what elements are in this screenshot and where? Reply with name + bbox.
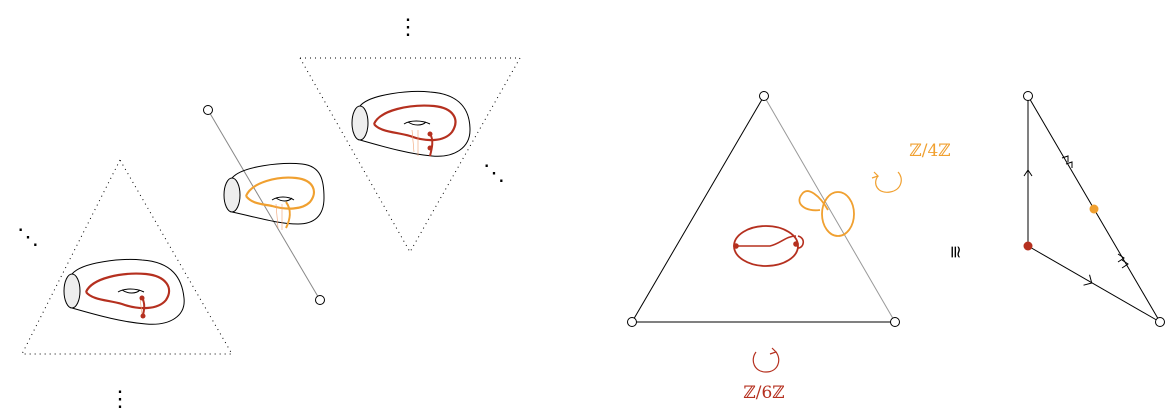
rotation-icon-z6 <box>752 347 780 373</box>
quotient-vertex-red <box>1023 241 1033 251</box>
main-vertex-left <box>627 317 637 327</box>
arrow-left-edge <box>1023 169 1033 177</box>
vdots-top: ⋮ <box>397 15 419 40</box>
iso-symbol: ≅ <box>945 245 965 259</box>
surface-bottom-left <box>63 259 185 325</box>
left-dotted-triangle <box>21 158 233 355</box>
arrow-bottom-edge <box>1083 274 1093 286</box>
label-z6: ℤ/6ℤ <box>743 383 784 403</box>
main-vertex-right <box>890 317 900 327</box>
ddots-left: ⋱ <box>17 225 39 250</box>
main-triangle <box>627 91 900 327</box>
vdots-bottom: ⋮ <box>109 387 131 412</box>
main-vertex-top <box>759 91 769 101</box>
right-dotted-triangle <box>299 57 521 254</box>
vertex-bottom <box>315 295 325 305</box>
orange-loops <box>798 190 855 237</box>
quotient-vertex-top <box>1023 91 1033 101</box>
quotient-triangle <box>1023 91 1165 327</box>
quotient-vertex-right <box>1155 317 1165 327</box>
label-z4: ℤ/4ℤ <box>909 141 950 161</box>
arrow-upper-edge <box>1061 155 1073 168</box>
vertex-top <box>203 105 213 115</box>
surface-middle <box>223 163 325 230</box>
quotient-point-orange <box>1089 204 1099 214</box>
surface-top-right <box>351 91 471 157</box>
arrow-lower-edge <box>1117 253 1129 269</box>
rotation-icon-z4 <box>871 171 902 193</box>
ddots-right: ⋱ <box>483 161 505 186</box>
red-loop <box>733 225 805 267</box>
